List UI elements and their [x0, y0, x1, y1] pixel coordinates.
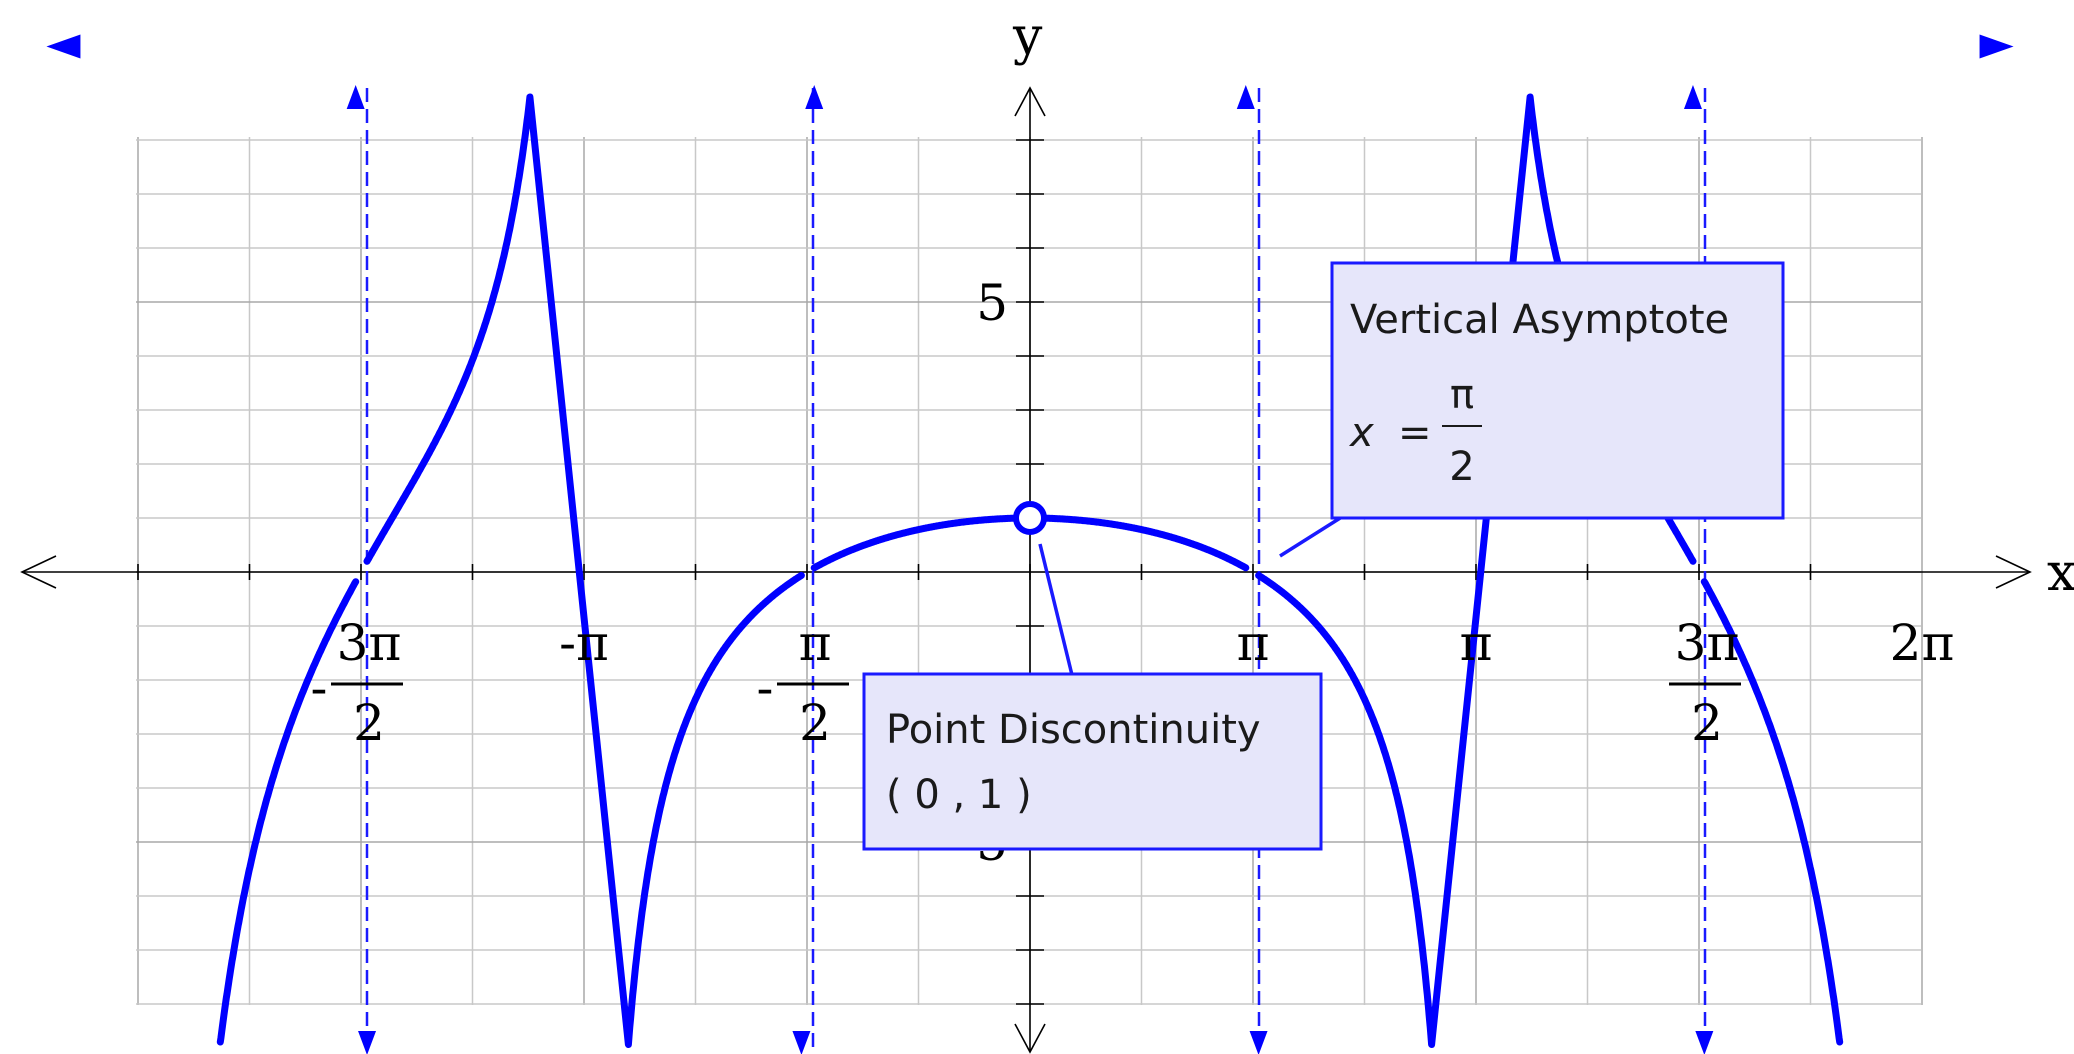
point-discontinuity-marker [1013, 501, 1047, 535]
curve-arrow-head-right [1979, 34, 2014, 59]
x-tick-label-numerator: 3π [337, 614, 402, 672]
curve-arrow-head [1249, 1031, 1268, 1054]
x-tick-label-denominator: 2 [1691, 694, 1723, 752]
x-tick-label-numerator: π [799, 614, 832, 672]
curve-arrow-head [358, 1031, 377, 1054]
curve-arrow-head [1236, 85, 1255, 109]
discontinuity-callout-coords: ( 0 , 1 ) [886, 772, 1032, 818]
x-tick-label-sign: - [757, 659, 774, 717]
asymptote-callout-num: π [1450, 372, 1474, 418]
curve-arrow-head [346, 85, 365, 109]
x-tick-label-denominator: 2 [353, 694, 385, 752]
curve-arrow-head [1683, 85, 1702, 109]
x-tick-label: 3π 2- [311, 614, 403, 752]
discontinuity-callout-box [862, 672, 1323, 851]
function-curve-branch [363, 93, 805, 1048]
x-tick-label-sign: - [311, 659, 328, 717]
asymptote-callout-den: 2 [1449, 444, 1474, 490]
y-axis-top-arrow [1014, 86, 1046, 117]
asymptote-callout-title: Vertical Asymptote [1350, 297, 1729, 343]
curve-arrow-head-left [46, 34, 81, 59]
x-tick-label-denominator: 2 [799, 694, 831, 752]
y-axis-label: y [1012, 7, 1043, 67]
discontinuity-callout: Point Discontinuity ( 0 , 1 ) [862, 543, 1323, 851]
x-tick-label-numerator: 3π [1675, 614, 1740, 672]
asymptote-callout-var: x [1348, 410, 1374, 456]
x-tick-label: 2π [1890, 614, 1955, 672]
asymptotes [365, 88, 1707, 1050]
x-axis-left-arrow [20, 555, 57, 589]
asymptote-callout: Vertical Asymptote x = π 2 [1279, 261, 1785, 558]
curve-arrow-head [805, 85, 824, 109]
asymptote-callout-leader [1279, 513, 1346, 558]
curve-arrow-head [792, 1031, 811, 1054]
y-tick-label: 5 [976, 274, 1008, 332]
function-curve-branch [216, 578, 360, 1046]
curve-arrow-head [1695, 1031, 1714, 1054]
y-axis-bottom-arrow [1014, 1023, 1046, 1054]
x-axis-label: x [2047, 543, 2074, 603]
x-tick-label: π 2- [757, 614, 849, 752]
x-tick-label: 3π2 [1669, 614, 1741, 752]
x-axis-right-arrow [1995, 555, 2032, 589]
x-tick-label: -π [559, 614, 609, 672]
x-tick-label: π [1460, 614, 1493, 672]
discontinuity-callout-leader [1038, 543, 1074, 676]
function-curve-branch [1700, 578, 1844, 1046]
axes [20, 86, 2032, 1054]
x-tick-label: π [1237, 614, 1270, 672]
asymptote-callout-eq: = [1398, 410, 1432, 456]
discontinuity-callout-title: Point Discontinuity [886, 707, 1261, 753]
asymptote-callout-box [1330, 261, 1785, 520]
